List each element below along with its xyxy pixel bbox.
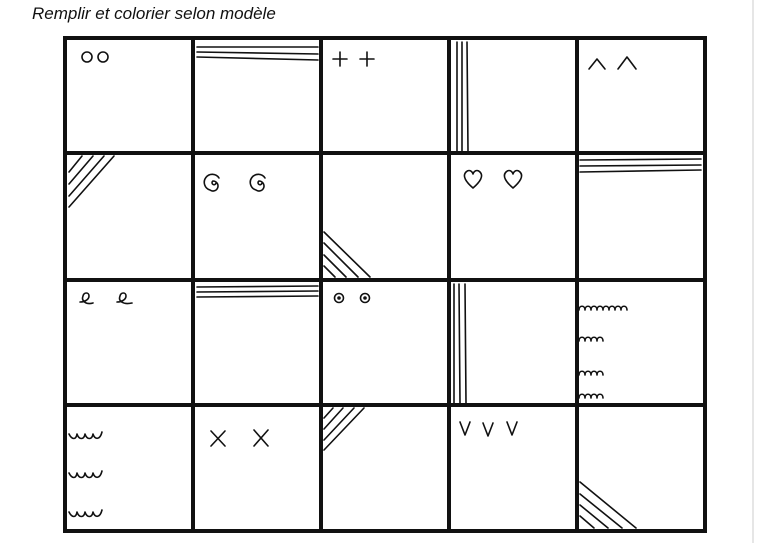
cell-4-5-corner-stripes-icon bbox=[579, 481, 637, 529]
cell-2-5-stripes-top-icon bbox=[579, 158, 702, 173]
cell-4-4-three-v-icon bbox=[459, 421, 518, 437]
page-edge bbox=[752, 0, 754, 543]
cell-1-4-stripes-left-icon bbox=[456, 41, 469, 152]
cell-3-1-two-loops-icon bbox=[79, 292, 133, 305]
cell-4-2-two-crosses-icon bbox=[210, 429, 269, 447]
cell-1-2-stripes-top-icon bbox=[196, 46, 319, 61]
cell-1-1-two-circles-icon bbox=[81, 51, 109, 63]
cell-4-3-corner-stripes-icon bbox=[323, 407, 365, 451]
cell-3-4-stripes-left-icon bbox=[453, 283, 467, 404]
cell-4-1-wave-rows-icon bbox=[68, 431, 103, 518]
cell-2-3-corner-stripes-icon bbox=[323, 231, 371, 278]
grid-lines bbox=[63, 36, 707, 533]
cell-2-1-corner-stripes-icon bbox=[68, 155, 115, 208]
cell-1-3-two-plus-icon bbox=[332, 51, 375, 67]
cell-1-5-two-carets-icon bbox=[588, 56, 637, 70]
cell-3-5-scallop-rows-icon bbox=[578, 305, 628, 399]
page-title: Remplir et colorier selon modèle bbox=[32, 4, 276, 23]
cell-2-2-two-spirals-icon bbox=[203, 173, 266, 192]
cell-3-3-two-dotted-circles-icon bbox=[333, 292, 371, 304]
cell-2-4-two-hearts-icon bbox=[463, 169, 523, 189]
cell-3-2-stripes-top-icon bbox=[196, 285, 319, 298]
